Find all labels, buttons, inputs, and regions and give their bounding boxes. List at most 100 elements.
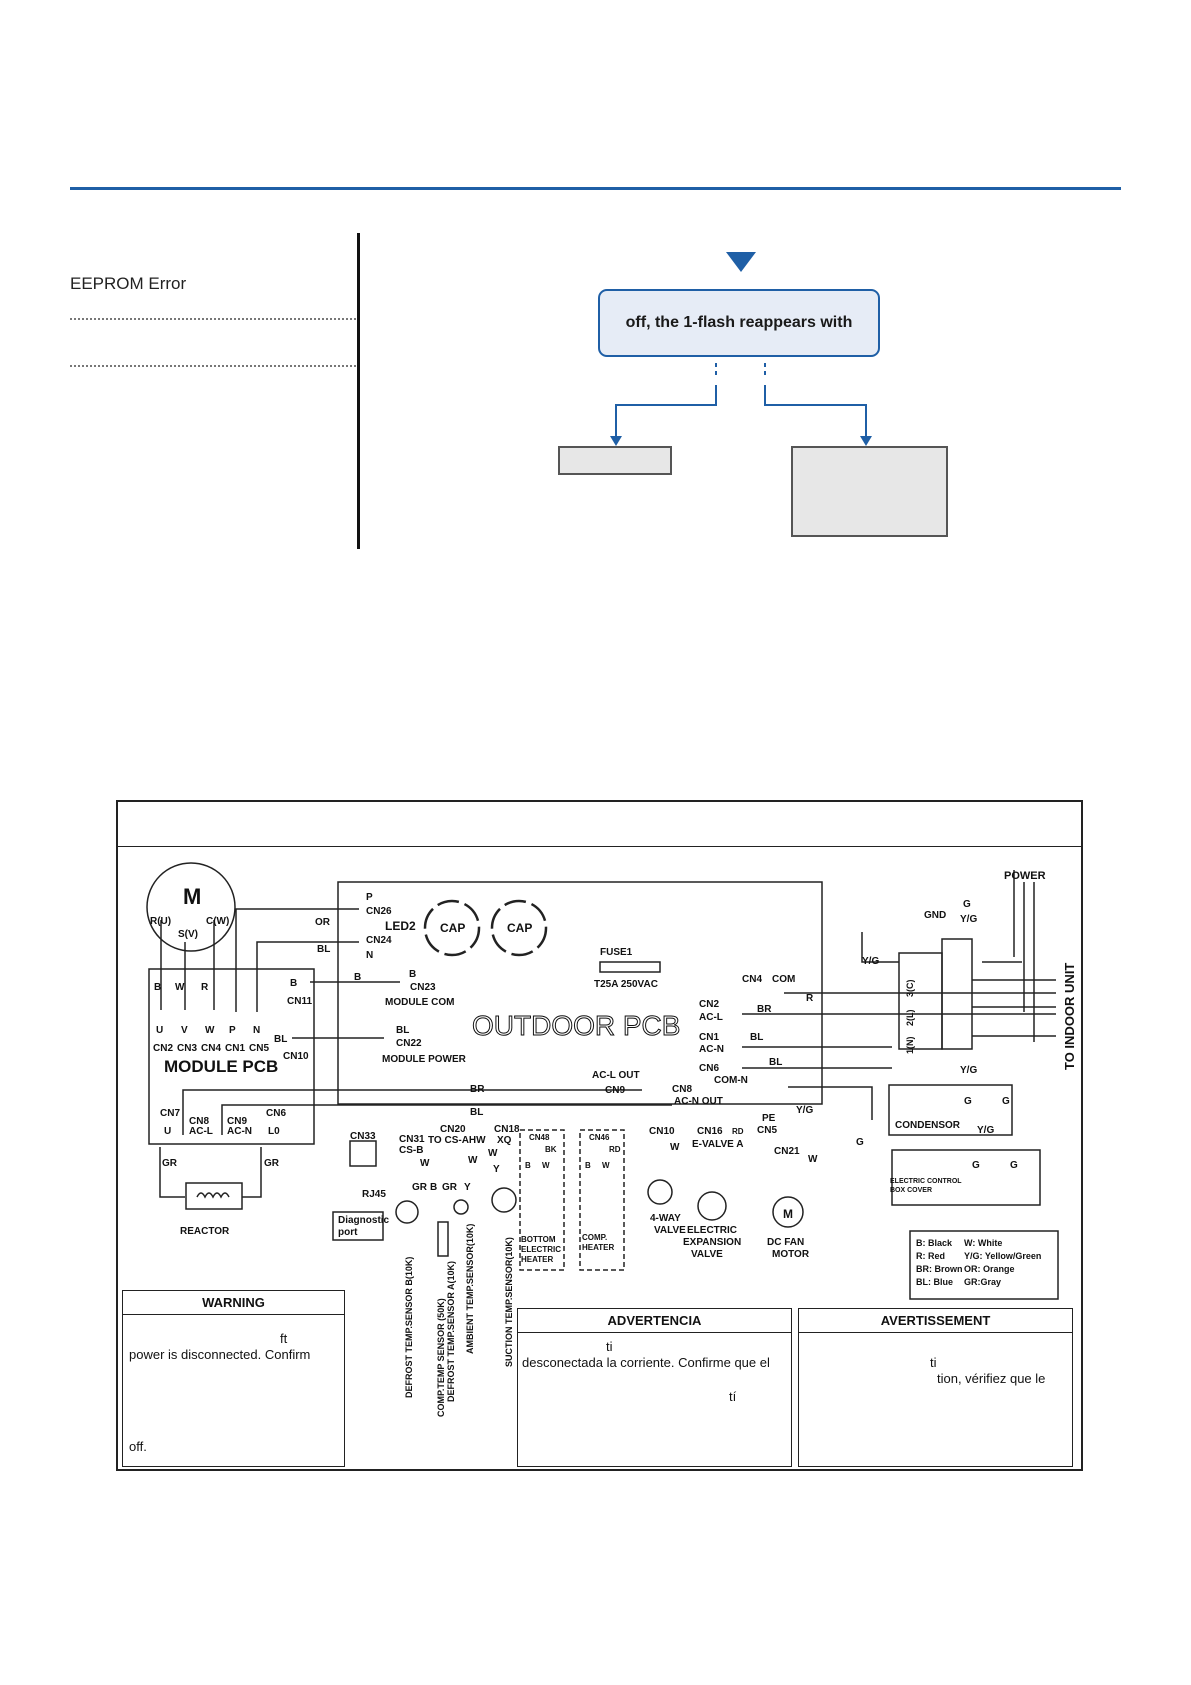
pcb-bl2: BL: [750, 1032, 763, 1043]
comp-heater-l2: HEATER: [582, 1243, 615, 1252]
pcb-cn8: CN8: [672, 1084, 692, 1095]
rj45-connector: [349, 1140, 377, 1167]
sensor-defrost-b: [395, 1200, 419, 1224]
pcb-to-cs: TO CS-AHW: [428, 1135, 486, 1146]
warning-title-en: WARNING: [123, 1291, 344, 1315]
control-box-cover: [891, 1149, 1041, 1206]
motor-symbol: M: [183, 884, 201, 909]
result-box-left: [558, 446, 672, 475]
module-cn8: CN8: [189, 1116, 209, 1127]
down-arrow-icon: [726, 252, 756, 272]
pcb-bl3: BL: [769, 1057, 782, 1068]
warning-box-fr: AVERTISSEMENT ti tion, vérifiez que le: [798, 1308, 1073, 1467]
flow-message-box: off, the 1-flash reappears with: [598, 289, 880, 357]
condensor-box: [888, 1084, 1013, 1136]
pcb-evalve-a: E-VALVE A: [692, 1139, 743, 1150]
pcb-cn16: CN16: [697, 1126, 723, 1137]
legend-r: R: Red: [916, 1251, 945, 1261]
legend-br: BR: Brown: [916, 1264, 963, 1274]
terminal-3c: 3(C): [905, 979, 915, 997]
pcb-cn23: CN23: [410, 982, 436, 993]
pcb-acl: AC-L: [699, 1012, 723, 1023]
dotted-divider: [70, 365, 356, 367]
legend-b: B: Black: [916, 1238, 953, 1248]
warning-title-es: ADVERTENCIA: [518, 1309, 791, 1333]
pcb-bl4: BL: [470, 1107, 483, 1118]
frame-header-rule: [118, 846, 1081, 847]
module-wire-w: W: [175, 982, 185, 993]
pcb-gr1: GR: [412, 1182, 428, 1193]
condensor-g1: G: [964, 1096, 972, 1107]
module-cn4: CN4: [201, 1043, 221, 1054]
eev-l3: VALVE: [691, 1249, 723, 1260]
flow-message: off, the 1-flash reappears with: [625, 314, 853, 331]
eev-l2: EXPANSION: [683, 1237, 741, 1248]
pcb-cn2: CN2: [699, 999, 719, 1010]
pcb-fuse: FUSE1: [600, 947, 633, 958]
pcb-cn46-b: B: [585, 1161, 591, 1170]
pcb-fuse-rating: T25A 250VAC: [594, 979, 658, 990]
module-cn1: CN1: [225, 1043, 245, 1054]
motor-ru: R(U): [150, 916, 171, 927]
pcb-cn21-w: W: [808, 1154, 818, 1165]
motor-cw: C(W): [206, 916, 229, 927]
pcb-module-power: MODULE POWER: [382, 1054, 467, 1065]
pcb-cn5: CN5: [757, 1125, 777, 1136]
pcb-n: N: [366, 950, 373, 961]
pe-g: G: [856, 1137, 864, 1148]
diagnostic-port: [332, 1211, 384, 1241]
pcb-cn22-bl: BL: [396, 1025, 409, 1036]
pcb-cn1: CN1: [699, 1032, 719, 1043]
warning-en-l1: ft: [280, 1331, 288, 1346]
pcb-cn18-y: Y: [493, 1164, 500, 1175]
warning-en-l3: off.: [129, 1439, 147, 1454]
wiring-diagram: M R(U) C(W) S(V) B W R U V W P N CN2 CN3…: [146, 862, 1077, 1417]
outdoor-pcb-board: [337, 881, 823, 1105]
reactor-gr-right: GR: [264, 1158, 280, 1169]
result-box-right: [791, 446, 948, 537]
reactor-gr-left: GR: [162, 1158, 178, 1169]
module-cn9: CN9: [227, 1116, 247, 1127]
compressor-motor: [146, 862, 236, 952]
condensor-g2: G: [1002, 1096, 1010, 1107]
terminal-power: POWER: [1004, 870, 1046, 882]
pcb-cn10-w: W: [670, 1142, 680, 1153]
pcb-rd2: RD: [732, 1127, 744, 1136]
bottom-heater: [519, 1129, 565, 1271]
pcb-cn33: CN33: [350, 1131, 376, 1142]
module-cn6: CN6: [266, 1108, 286, 1119]
pcb-r: R: [806, 993, 814, 1004]
eev-l1: ELECTRIC: [687, 1225, 737, 1236]
warning-en-l2: power is disconnected. Confirm: [129, 1347, 311, 1362]
legend-bl: BL: Blue: [916, 1277, 953, 1287]
legend-or: OR: Orange: [964, 1264, 1015, 1274]
pcb-yg: Y/G: [796, 1105, 813, 1116]
bottom-heater-l3: HEATER: [521, 1255, 554, 1264]
terminal-yg2: Y/G: [862, 956, 879, 967]
pcb-br: BR: [757, 1004, 772, 1015]
pcb-cn9: CN9: [605, 1085, 625, 1096]
pcb-w1: W: [420, 1158, 430, 1169]
fan-motor: [772, 1196, 804, 1228]
sensor-label-defrost-b: DEFROST TEMP.SENSOR B(10K): [404, 1257, 414, 1398]
module-pin-u: U: [156, 1025, 163, 1036]
module-cn10-pin: BL: [274, 1034, 287, 1045]
eev-coil: [697, 1191, 727, 1221]
sensor-label-defrost-a: DEFROST TEMP.SENSOR A(10K): [446, 1261, 456, 1402]
motor-sv: S(V): [178, 929, 198, 940]
pcb-b: B: [354, 972, 361, 983]
module-cn7: CN7: [160, 1108, 180, 1119]
warning-es-l1: ti: [606, 1339, 613, 1354]
legend-gr: GR:Gray: [964, 1277, 1001, 1287]
module-cn10: CN10: [283, 1051, 309, 1062]
pcb-cn48-w: W: [542, 1161, 550, 1170]
module-wire-b: B: [154, 982, 161, 993]
pcb-cn46-w: W: [602, 1161, 610, 1170]
pcb-cn20-gr: GR: [442, 1182, 458, 1193]
module-cn11-pin: B: [290, 978, 297, 989]
pcb-cn20-w: W: [468, 1155, 478, 1166]
pcb-cn10: CN10: [649, 1126, 675, 1137]
sensor-ambient: [453, 1199, 469, 1215]
fan-l2: MOTOR: [772, 1249, 810, 1260]
pcb-cn21: CN21: [774, 1146, 800, 1157]
